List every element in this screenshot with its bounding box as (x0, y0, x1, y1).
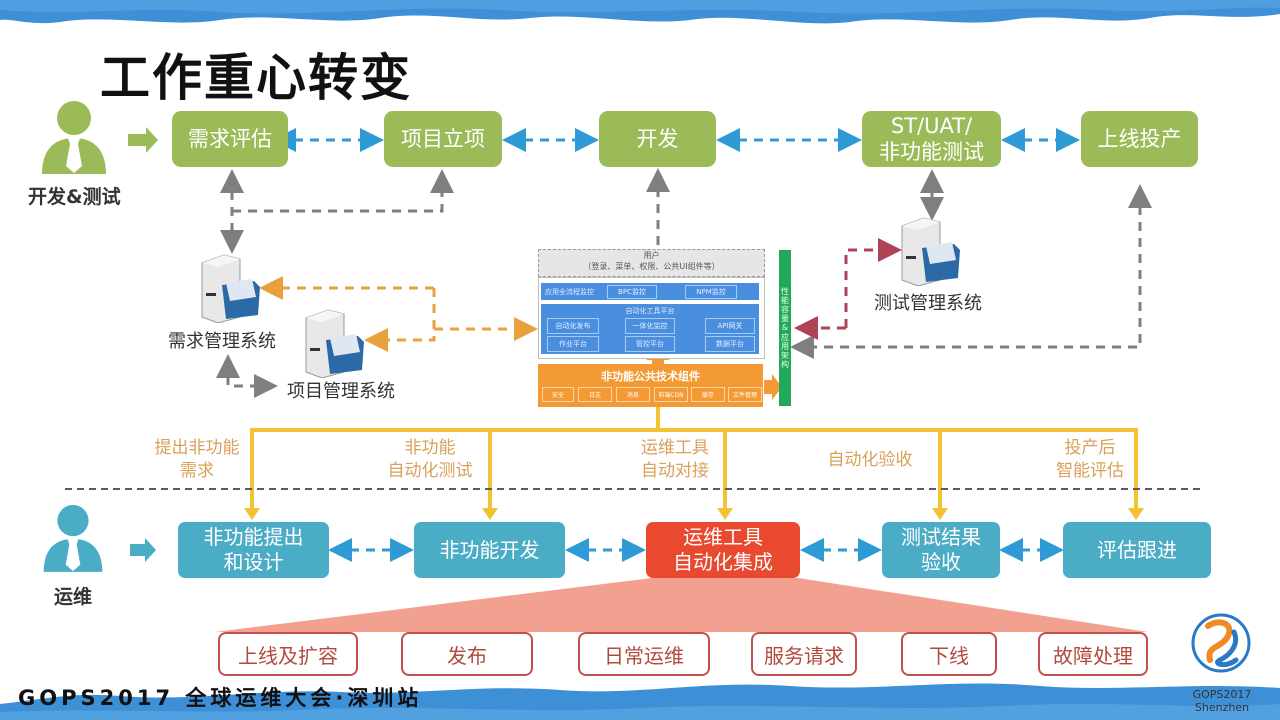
arch-item: 安全 (542, 387, 574, 402)
stage-go-live[interactable]: 上线投产 (1081, 111, 1198, 167)
ops-persona-label: 运维 (54, 586, 93, 608)
arch-item: 消息 (616, 387, 650, 402)
stage-development[interactable]: 开发 (599, 111, 716, 167)
connector-label: 自动化验收 (827, 450, 913, 470)
task-fan (215, 578, 1148, 632)
connector-label: 非功能自动化测试 (387, 438, 473, 481)
page-title: 工作重心转变 (100, 49, 412, 107)
task-release[interactable]: 发布 (401, 632, 533, 676)
arch-item: 缓存 (691, 387, 725, 402)
ops-stage-tool-integration[interactable]: 运维工具自动化集成 (646, 522, 800, 578)
arch-item: 作业平台 (547, 336, 599, 352)
bottom-brush-banner (0, 683, 1280, 720)
top-brush-banner (0, 0, 1280, 24)
requirement-system-label: 需求管理系统 (168, 331, 276, 352)
dev-person-icon (42, 101, 106, 174)
event-footer: GOPS2017 全球运维大会·深圳站 (18, 686, 423, 710)
gops-logo-text: GOPS2017 Shenzhen (1192, 688, 1252, 714)
server-folder-icon (201, 254, 260, 323)
dev-entry-arrow (128, 127, 158, 153)
connector-label: 提出非功能需求 (154, 438, 240, 481)
arch-monitor-row: 应用全流程监控 BPC监控 NPM监控 (541, 283, 759, 300)
arch-side-bar: 性能容量&应用架构 (779, 250, 791, 406)
arch-item: 管控平台 (625, 336, 675, 352)
task-service-request[interactable]: 服务请求 (751, 632, 857, 676)
arch-common-components: 非功能公共技术组件 安全 日志 消息 前端CDN 缓存 文件管理 (538, 364, 763, 407)
dev-persona-label: 开发&测试 (28, 186, 121, 208)
task-incident-handling[interactable]: 故障处理 (1038, 632, 1148, 676)
connector-label: 投产后智能评估 (1056, 438, 1124, 481)
project-system-label: 项目管理系统 (287, 381, 395, 402)
connector-label: 运维工具自动对接 (641, 438, 709, 481)
ops-stage-acceptance[interactable]: 测试结果验收 (882, 522, 1000, 578)
task-daily-ops[interactable]: 日常运维 (578, 632, 710, 676)
ops-person-icon (43, 505, 103, 572)
task-scale-out[interactable]: 上线及扩容 (218, 632, 358, 676)
arch-item: 前端CDN (654, 387, 688, 402)
arch-user-layer: 用户 （登录、菜单、权限、公共UI组件等） (538, 249, 765, 277)
arch-item: 数据平台 (705, 336, 755, 352)
task-decommission[interactable]: 下线 (901, 632, 997, 676)
arch-item: NPM监控 (685, 285, 737, 299)
stage-requirement-evaluation[interactable]: 需求评估 (172, 111, 288, 167)
stage-project-initiation[interactable]: 项目立项 (384, 111, 502, 167)
arch-item: 日志 (578, 387, 612, 402)
arch-item: 文件管理 (728, 387, 762, 402)
ops-entry-arrow (130, 538, 156, 562)
arch-item: 一体化监控 (625, 318, 675, 334)
server-folder-icon (305, 309, 364, 378)
arch-item: BPC监控 (607, 285, 657, 299)
ops-stage-follow-up[interactable]: 评估跟进 (1063, 522, 1211, 578)
test-system-label: 测试管理系统 (874, 293, 982, 314)
arch-item: 自动化发布 (547, 318, 599, 334)
stage-testing[interactable]: ST/UAT/ 非功能测试 (862, 111, 1001, 167)
gops-logo-icon (1191, 613, 1251, 673)
arch-tool-platform: 自动化工具平台 自动化发布 一体化监控 API网关 作业平台 管控平台 数据平台 (541, 304, 759, 354)
ops-stage-development[interactable]: 非功能开发 (414, 522, 565, 578)
ops-stage-design[interactable]: 非功能提出和设计 (178, 522, 329, 578)
arch-item: API网关 (705, 318, 755, 334)
server-folder-icon (901, 217, 960, 286)
